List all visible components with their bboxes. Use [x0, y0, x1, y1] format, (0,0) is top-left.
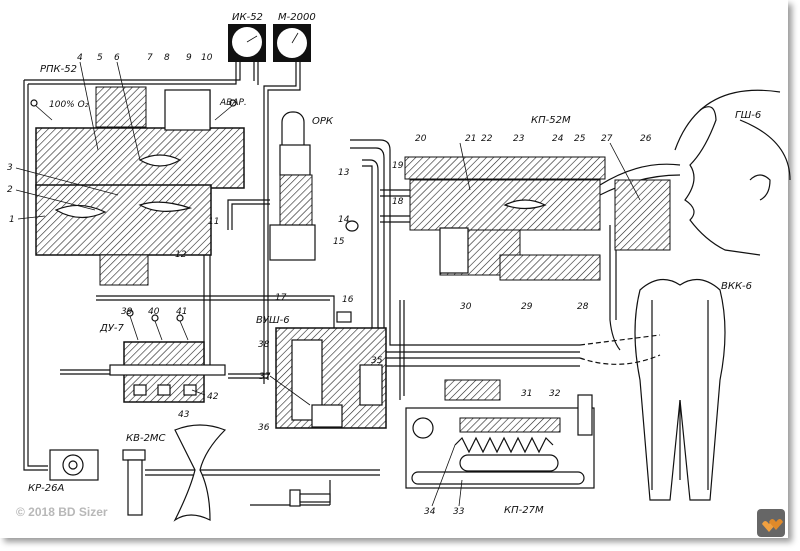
- callout-38: 38: [258, 340, 270, 350]
- callout-30: 30: [460, 302, 472, 312]
- label-rpk-52: РПК-52: [40, 64, 77, 75]
- callout-3: 3: [7, 163, 13, 173]
- gauge-m2000: [273, 24, 311, 62]
- callout-18: 18: [392, 197, 404, 207]
- label-gsh-6: ГШ-6: [735, 110, 761, 121]
- callout-11: 11: [208, 217, 219, 227]
- callout-33: 33: [453, 507, 465, 517]
- vkk-6-suit: [579, 279, 726, 501]
- callout-36: 36: [258, 423, 270, 433]
- callout-40: 40: [148, 307, 160, 317]
- callout-37: 37: [259, 372, 271, 382]
- connector: [289, 489, 331, 507]
- callout-10: 10: [201, 53, 213, 63]
- callout-20: 20: [415, 134, 427, 144]
- callout-39: 39: [121, 307, 133, 317]
- callout-19: 19: [392, 161, 404, 171]
- callout-27: 27: [601, 134, 613, 144]
- callout-29: 29: [521, 302, 533, 312]
- callout-9: 9: [186, 53, 192, 63]
- callout-31: 31: [521, 389, 532, 399]
- callout-24: 24: [552, 134, 564, 144]
- label-vkk-6: ВКК-6: [721, 281, 752, 292]
- label-m-2000: М-2000: [278, 12, 316, 23]
- kp-27m-unit: [405, 379, 595, 489]
- callout-42: 42: [207, 392, 219, 402]
- label-kp-52m: КП-52М: [531, 115, 571, 126]
- callout-13: 13: [338, 168, 350, 178]
- label-du-7: ДУ-7: [99, 323, 125, 334]
- hearts-logo-icon: [757, 509, 785, 537]
- callout-23: 23: [513, 134, 525, 144]
- callout-41: 41: [176, 307, 187, 317]
- label-kp-27m: КП-27М: [504, 505, 544, 516]
- kr-26a-unit: [49, 449, 99, 481]
- label-ik-52: ИК-52: [232, 12, 263, 23]
- kv-2ms-unit: [122, 424, 227, 522]
- callout-32: 32: [549, 389, 561, 399]
- vush-6-unit: [275, 311, 387, 429]
- ork-unit: [269, 111, 359, 261]
- callout-5: 5: [97, 53, 103, 63]
- label-avar: АВАР.: [219, 98, 247, 108]
- callout-35: 35: [371, 356, 383, 366]
- callout-17: 17: [275, 293, 287, 303]
- rpk-52-unit: [30, 86, 245, 286]
- copyright-text: © 2018 BD Sizer: [16, 505, 108, 519]
- label-100-o2: 100% O₂: [49, 100, 89, 110]
- callout-6: 6: [114, 53, 120, 63]
- label-kr-26a: КР-26А: [28, 483, 64, 494]
- callout-8: 8: [164, 53, 170, 63]
- callout-2: 2: [7, 185, 13, 195]
- leader-lines: [15, 61, 641, 507]
- gauge-ik52: [228, 24, 266, 62]
- label-ork: ОРК: [312, 116, 334, 127]
- callout-28: 28: [577, 302, 589, 312]
- diagram-sheet: РПК-52 ИК-52 М-2000 ОРК КП-52М ГШ-6 ВКК-…: [7, 12, 791, 537]
- callout-1: 1: [9, 215, 15, 225]
- callout-34: 34: [424, 507, 436, 517]
- callout-7: 7: [147, 53, 153, 63]
- callout-25: 25: [574, 134, 586, 144]
- callout-4: 4: [77, 53, 83, 63]
- callout-22: 22: [481, 134, 493, 144]
- kp-52m-unit: [404, 156, 671, 281]
- pilot-head-gsh6: [674, 89, 791, 256]
- callout-12: 12: [175, 250, 187, 260]
- callout-16: 16: [342, 295, 354, 305]
- label-vush-6: ВУШ-6: [256, 315, 290, 326]
- callout-26: 26: [640, 134, 652, 144]
- callout-numbers: 1 2 3 4 5 6 7 8 9 10 11 12 13 14 15 16 1…: [7, 53, 652, 517]
- du-7-unit: [109, 309, 226, 403]
- callout-43: 43: [178, 410, 190, 420]
- label-kv-2ms: КВ-2МС: [126, 433, 166, 444]
- callout-14: 14: [338, 215, 350, 225]
- callout-15: 15: [333, 237, 345, 247]
- pipes: [23, 62, 681, 506]
- callout-21: 21: [465, 134, 476, 144]
